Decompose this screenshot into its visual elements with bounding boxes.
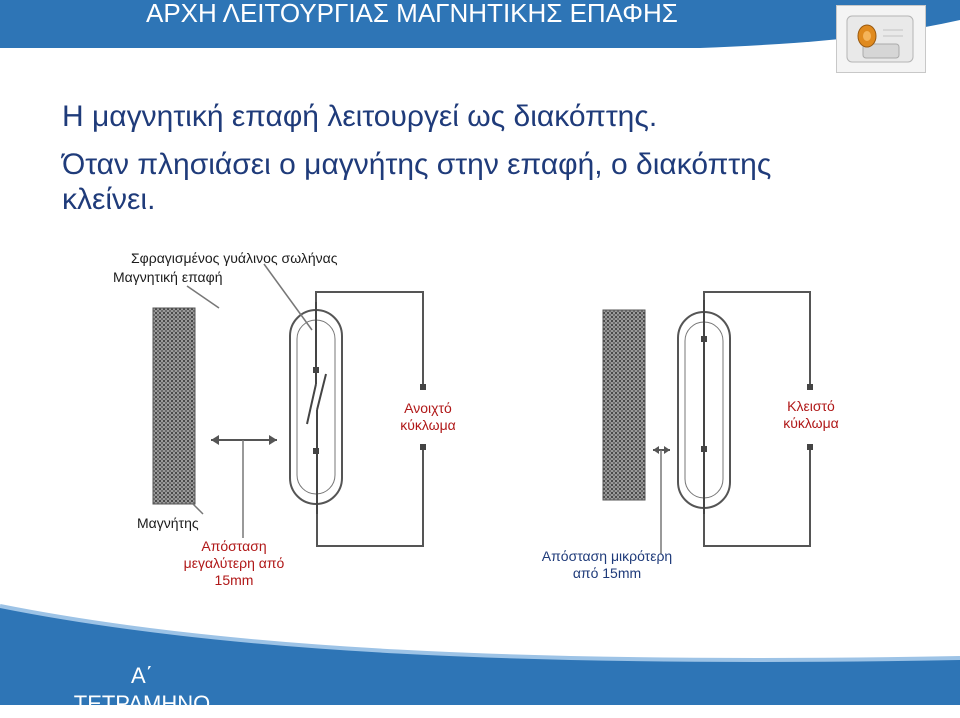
magnetic-contact-device-icon xyxy=(837,6,925,72)
text-line-2: Όταν πλησιάσει ο μαγνήτης στην επαφή, ο … xyxy=(62,148,771,182)
label-closed-circuit-line-1: Κλειστό xyxy=(761,398,861,415)
text-line-3: κλείνει. xyxy=(62,183,155,217)
slide-title: ΑΡΧΗ ΛΕΙΤΟΥΡΓΙΑΣ ΜΑΓΝΗΤΙΚΗΣ ΕΠΑΦΗΣ xyxy=(146,0,678,29)
footer-label-line-2: ΤΕΤΡΑΜΗΝΟ xyxy=(62,690,222,718)
label-open-circuit-line-2: κύκλωμα xyxy=(373,417,483,434)
label-sealed-glass-tube: Σφραγισμένος γυάλινος σωλήνας xyxy=(131,250,338,266)
label-magnetic-contact: Μαγνητική επαφή xyxy=(113,269,223,285)
label-distance-greater-line-1: Απόσταση xyxy=(169,538,299,555)
label-distance-greater: Απόσταση μεγαλύτερη από 15mm xyxy=(169,538,299,589)
label-distance-smaller-line-2: από 15mm xyxy=(521,565,693,582)
label-distance-greater-line-3: 15mm xyxy=(169,572,299,589)
label-open-circuit-line-1: Ανοιχτό xyxy=(373,400,483,417)
magnetic-contact-diagram: Σφραγισμένος γυάλινος σωλήνας Μαγνητική … xyxy=(107,224,863,602)
text-line-1: Η μαγνητική επαφή λειτουργεί ως διακόπτη… xyxy=(62,100,657,134)
magnet-right xyxy=(603,310,645,500)
footer-label-line-1: Α΄ xyxy=(62,662,222,690)
magnet-left xyxy=(153,308,195,504)
footer-label: Α΄ ΤΕΤΡΑΜΗΝΟ xyxy=(62,662,222,718)
label-distance-greater-line-2: μεγαλύτερη από xyxy=(169,555,299,572)
label-magnet: Μαγνήτης xyxy=(137,515,199,531)
label-distance-smaller-line-1: Απόσταση μικρότερη xyxy=(521,548,693,565)
label-closed-circuit: Κλειστό κύκλωμα xyxy=(761,398,861,432)
label-closed-circuit-line-2: κύκλωμα xyxy=(761,415,861,432)
label-distance-smaller: Απόσταση μικρότερη από 15mm xyxy=(521,548,693,582)
label-open-circuit: Ανοιχτό κύκλωμα xyxy=(373,400,483,434)
device-photo xyxy=(836,5,926,73)
